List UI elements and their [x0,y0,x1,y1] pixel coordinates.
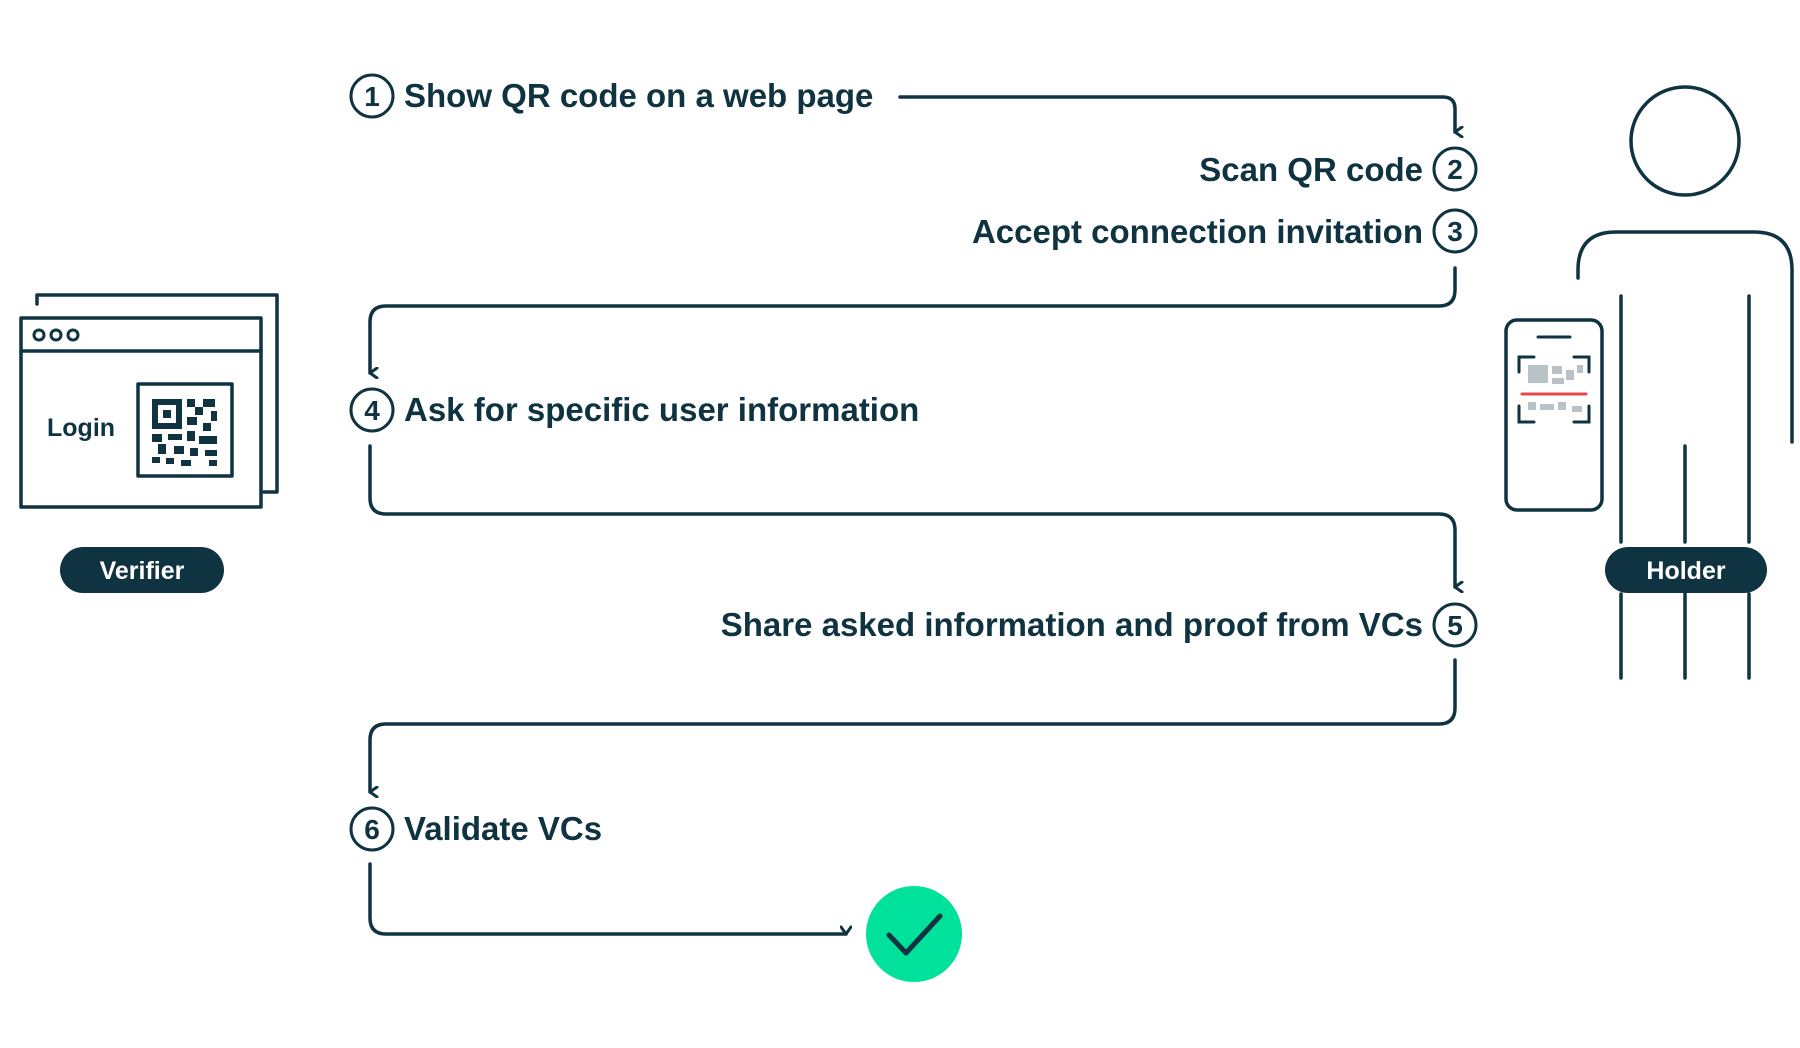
step-1-number: 1 [364,81,380,112]
connector-4-to-5 [368,444,1455,587]
connector-1-to-2 [898,95,1455,132]
step-2: 2 Scan QR code [1199,146,1478,192]
verifier-badge: Verifier [60,547,224,593]
step-6-number: 6 [364,814,380,845]
step-4-number-circle [349,387,395,433]
step-3-number: 3 [1447,216,1463,247]
step-1-label: Show QR code on a web page [404,77,873,114]
step-4-number: 4 [364,395,380,426]
step-1-number-circle [349,73,395,119]
step-3-label: Accept connection invitation [972,213,1423,250]
step-2-number: 2 [1447,154,1463,185]
step-1: 1 Show QR code on a web page [349,73,873,119]
step-2-label: Scan QR code [1199,151,1423,188]
phone-icon [1504,318,1604,512]
flow-connectors [368,95,1457,936]
step-5-number-circle [1432,602,1478,648]
connector-5-to-6 [368,658,1457,792]
checkmark-icon [886,913,943,956]
step-6: 6 Validate VCs [349,806,602,852]
success-circle [866,886,962,982]
step-4-label: Ask for specific user information [404,391,919,428]
step-6-label: Validate VCs [404,810,602,847]
step-5-number: 5 [1447,610,1463,641]
verifier-label: Verifier [100,557,185,585]
step-6-number-circle [349,806,395,852]
step-2-number-circle [1432,146,1478,192]
holder-badge: Holder [1605,547,1767,593]
step-3: 3 Accept connection invitation [972,208,1478,254]
holder-group: Holder [1504,85,1794,680]
verifier-group: Login [19,293,279,593]
qr-code-icon [136,382,234,478]
scanned-qr-icon [1528,365,1583,412]
step-5-label: Share asked information and proof from V… [721,606,1423,643]
connector-6-to-success [368,862,846,936]
step-5: 5 Share asked information and proof from… [721,602,1478,648]
step-4: 4 Ask for specific user information [349,387,919,433]
success-indicator [866,886,962,982]
holder-label: Holder [1646,557,1725,585]
login-label: Login [47,414,115,442]
browser-window-icon [19,293,279,509]
step-3-number-circle [1432,208,1478,254]
person-icon [1576,85,1794,680]
connector-3-to-4 [368,266,1457,373]
